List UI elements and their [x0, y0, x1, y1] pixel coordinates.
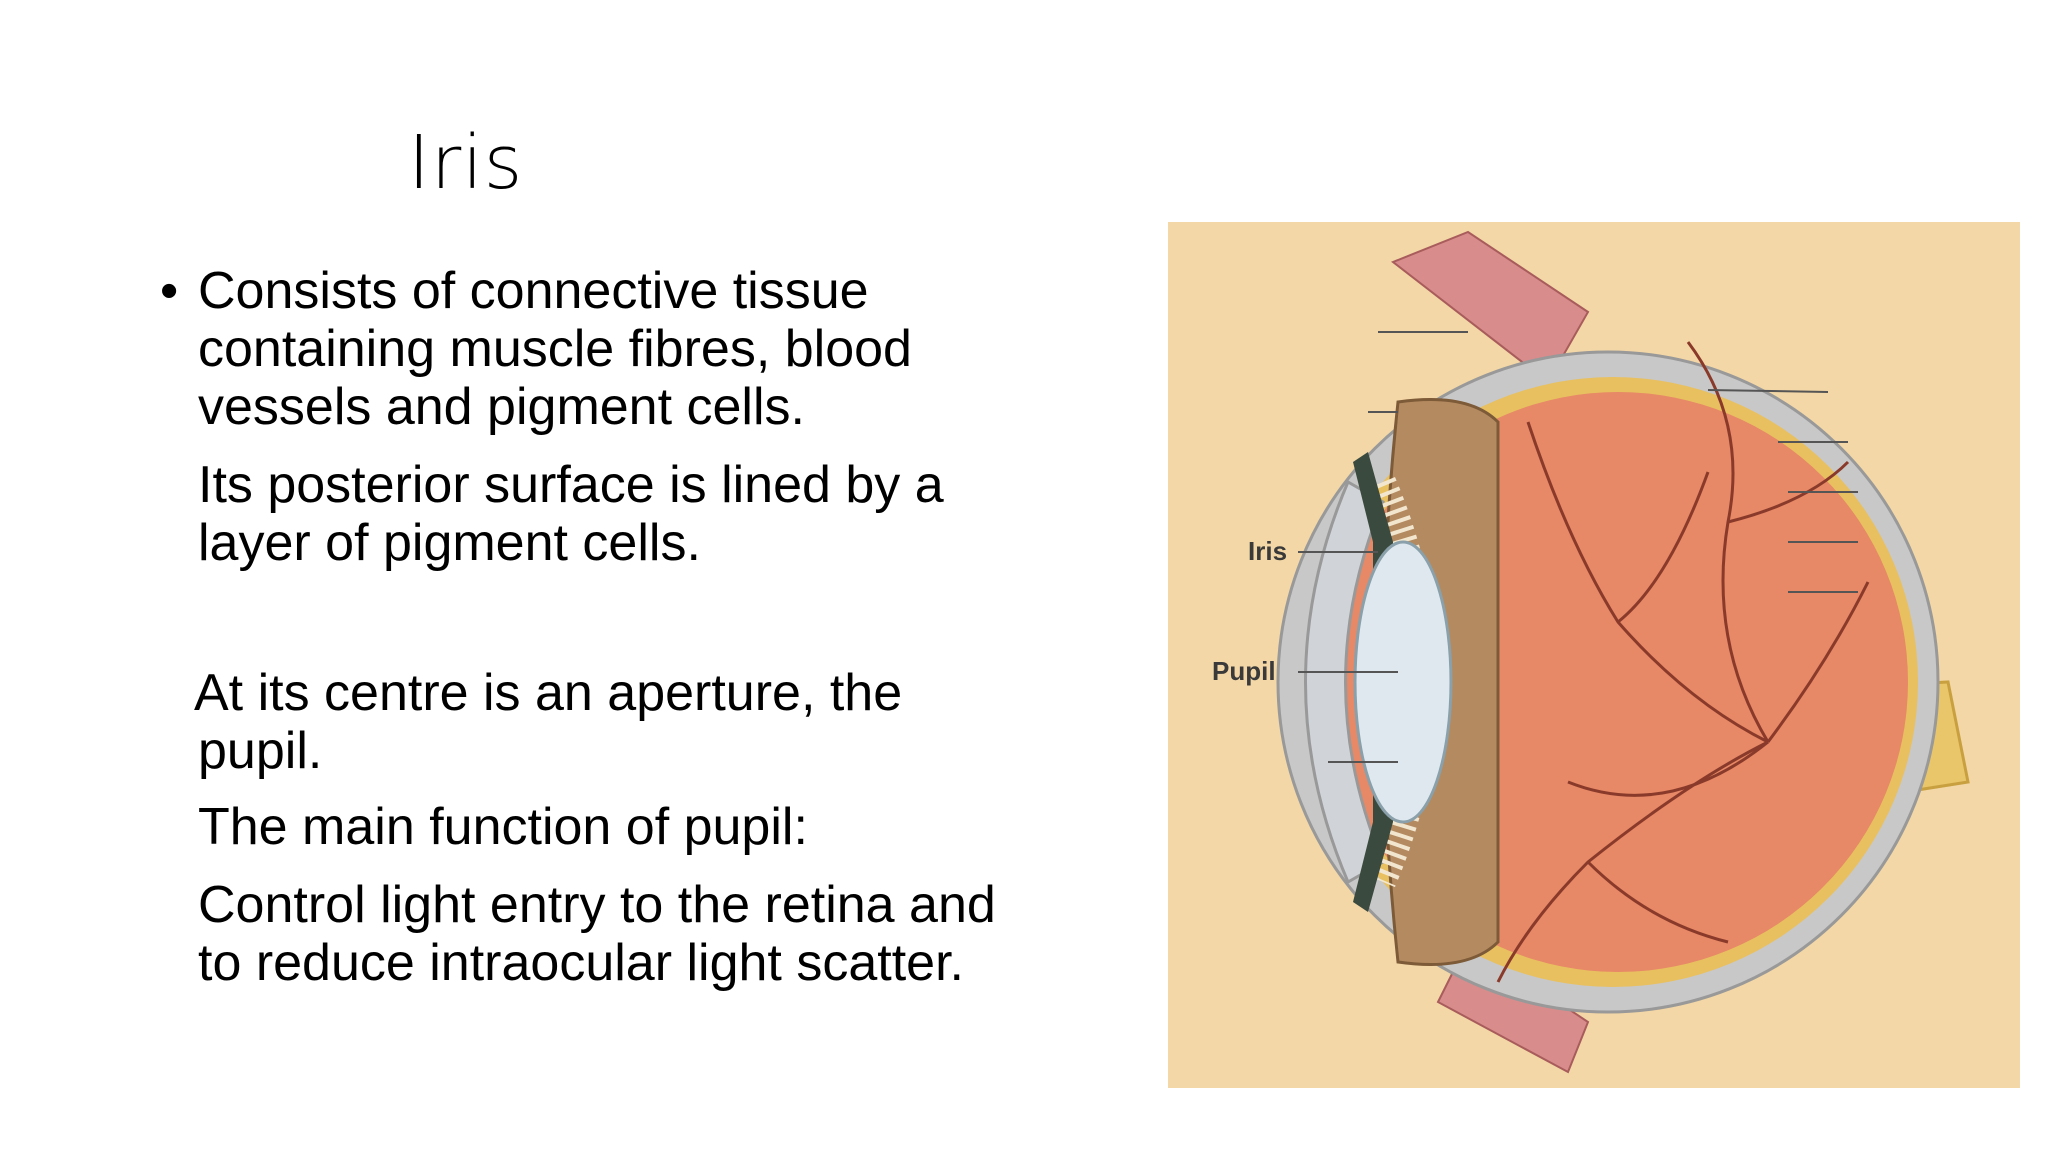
slide-body: • Consists of connective tissue containi… — [160, 262, 1120, 992]
leader-lines — [1298, 331, 1858, 763]
text-line: At its centre is an aperture, the — [194, 664, 903, 722]
slide-title: Iris — [408, 120, 524, 206]
text-line: Consists of connective tissue — [198, 262, 869, 320]
text-line: to reduce intraocular light scatter. — [198, 934, 964, 992]
text-line: pupil. — [198, 722, 323, 780]
iris-label: Iris — [1248, 536, 1287, 566]
upper-muscle — [1391, 230, 1590, 384]
paragraph-function-heading: The main function of pupil: — [160, 798, 1120, 856]
text-line: vessels and pigment cells. — [198, 378, 805, 436]
paragraph-aperture: At its centre is an aperture, the pupil. — [160, 664, 1120, 780]
paragraph-posterior-surface: Its posterior surface is lined by a laye… — [160, 456, 1120, 572]
text-line: containing muscle fibres, blood — [198, 320, 912, 378]
text-line: Its posterior surface is lined by a — [198, 456, 944, 514]
eye-cross-section: Iris Pupil — [1212, 230, 1970, 1074]
text-line: layer of pigment cells. — [198, 514, 701, 572]
pupil-label: Pupil — [1212, 656, 1276, 686]
eye-diagram: Iris Pupil — [1168, 222, 2020, 1088]
lens — [1353, 540, 1453, 824]
blood-vessels — [1496, 341, 1870, 983]
paragraph-function: Control light entry to the retina and to… — [160, 876, 1120, 992]
bullet-icon: • — [160, 262, 179, 320]
text-line: The main function of pupil: — [198, 798, 808, 856]
text-line: Control light entry to the retina and — [198, 876, 996, 934]
paragraph-composition: • Consists of connective tissue containi… — [160, 262, 1120, 436]
